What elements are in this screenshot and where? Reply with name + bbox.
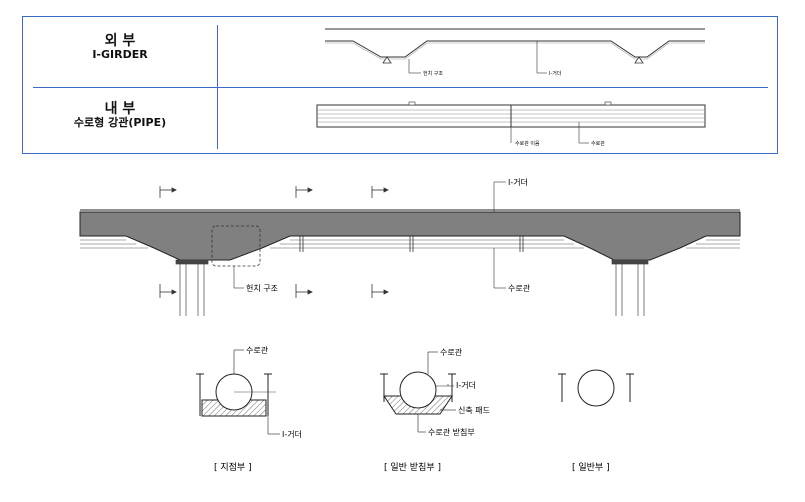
exterior-title: 외 부 — [104, 33, 136, 49]
section-general-bearing — [380, 351, 456, 433]
exterior-label: 외 부 I-GIRDER — [23, 33, 217, 62]
legend-box: 외 부 I-GIRDER 내 부 수로형 강관(PIPE) 헌치 구조 I-거더… — [22, 16, 778, 154]
section-general-caption: [ 일반부 ] — [572, 462, 610, 473]
interior-subtitle: 수로형 강관(PIPE) — [73, 116, 167, 130]
section-general — [558, 369, 634, 407]
cross-sections-drawing: 수로관 I-거더 [ 지점부 ] 수로관 I-거더 신축 패드 수로관 받침부 … — [196, 345, 634, 473]
exterior-mini-drawing: 헌치 구조 I-거더 — [325, 28, 705, 77]
elevation-pipe-label: 수로관 — [508, 283, 531, 293]
exterior-subtitle: I-GIRDER — [92, 48, 148, 62]
girder-elevation-drawing: I-거더 헌치 구조 수로관 — [79, 178, 741, 316]
elevation-haunch-label: 헌치 구조 — [246, 284, 278, 293]
section-cut-markers — [159, 186, 389, 298]
section-bearing-bottom-label: 수로관 받침부 — [428, 427, 475, 437]
interior-mini-drawing: 수로관 이음 수로관 — [316, 101, 706, 147]
interior-label: 내 부 수로형 강관(PIPE) — [23, 101, 217, 130]
haunch-detail-box — [211, 225, 261, 267]
legend-haunch-label: 헌치 구조 — [423, 70, 443, 77]
legend-pipe-joint-label: 수로관 이음 — [515, 140, 540, 147]
elevation-igirder-label: I-거더 — [508, 178, 528, 187]
legend-pipe-label: 수로관 — [591, 140, 605, 147]
section-bearing-girder-label: I-거더 — [456, 381, 476, 390]
section-support-caption: [ 지점부 ] — [214, 461, 252, 473]
section-support-bottom-label: I-거더 — [282, 430, 302, 439]
section-support-top-label: 수로관 — [246, 345, 269, 355]
section-bearing-caption: [ 일반 받침부 ] — [384, 462, 441, 473]
section-bearing-pad-label: 신축 패드 — [458, 405, 490, 415]
section-support — [196, 349, 280, 435]
interior-title: 내 부 — [104, 101, 136, 117]
section-bearing-top-label: 수로관 — [440, 347, 463, 357]
legend-divider-horizontal — [33, 87, 768, 88]
legend-igirder-label: I-거더 — [549, 70, 561, 77]
